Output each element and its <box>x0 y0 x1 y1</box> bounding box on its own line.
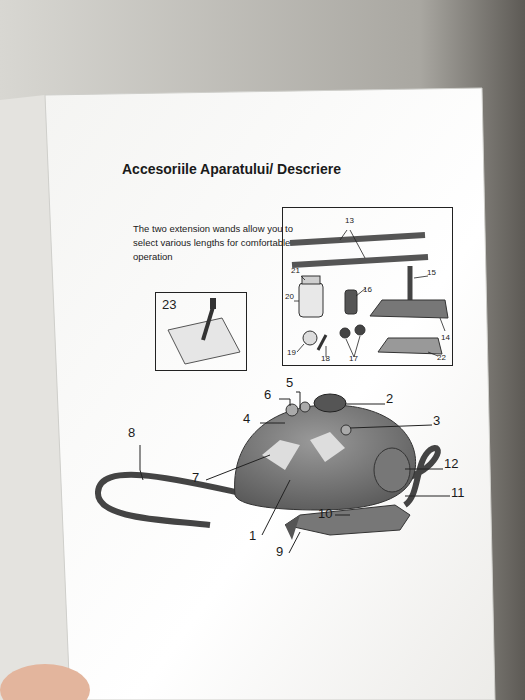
callout-number: 11 <box>451 484 465 503</box>
callout-number: 5 <box>286 374 293 393</box>
callout-number: 14 <box>441 334 450 342</box>
callout-number: 6 <box>264 386 271 405</box>
callout-number: 4 <box>243 410 250 429</box>
note-text: The two extension wands allow you to sel… <box>133 222 293 263</box>
callout-number: 12 <box>444 455 458 474</box>
thumb <box>0 664 90 700</box>
accessory-panel: 13 21 20 16 15 14 19 18 17 22 <box>282 207 453 366</box>
callout-number: 16 <box>363 286 372 294</box>
callout-number: 8 <box>128 424 135 443</box>
callout-number: 10 <box>318 505 332 524</box>
callout-number: 7 <box>192 469 199 488</box>
callout-number: 3 <box>433 412 440 431</box>
callout-number: 23 <box>162 298 176 311</box>
accessories <box>290 230 448 357</box>
steam-cleaner <box>98 394 438 540</box>
callout-number: 21 <box>291 267 300 275</box>
callout-number: 17 <box>349 355 358 363</box>
callout-number: 22 <box>437 354 446 362</box>
page-title: Accesoriile Aparatului/ Descriere <box>122 161 341 177</box>
callout-number: 13 <box>345 217 354 225</box>
callout-number: 20 <box>285 293 294 301</box>
callout-number: 15 <box>427 269 436 277</box>
paper <box>45 88 495 700</box>
steam-plate <box>168 298 240 364</box>
leader-lines <box>140 392 450 553</box>
inset-box: 23 <box>155 292 247 371</box>
callout-number: 2 <box>386 390 393 409</box>
callout-number: 1 <box>249 527 256 546</box>
callout-number: 18 <box>321 355 330 363</box>
callout-number: 9 <box>276 543 283 562</box>
callout-number: 19 <box>287 349 296 357</box>
